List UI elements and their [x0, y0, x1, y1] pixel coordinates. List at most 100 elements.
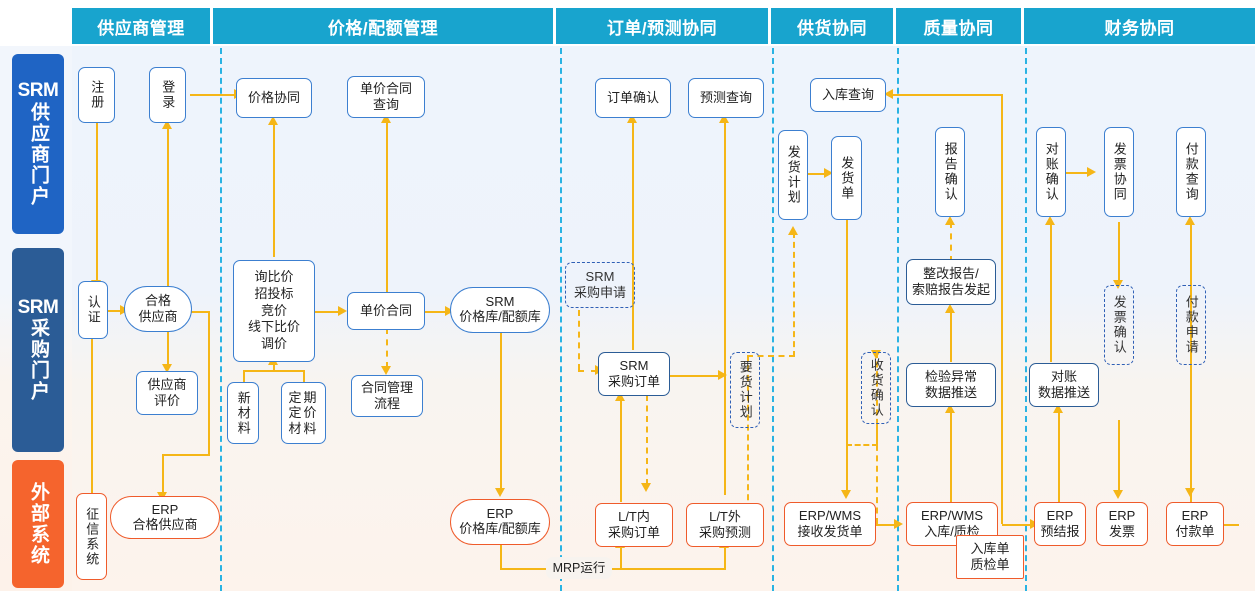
connector-delivery-plan-to-note [807, 173, 828, 176]
node-contract-mgmt-flow[interactable]: 合同管理 流程 [351, 375, 423, 417]
connector-qs-erp-seg3 [162, 454, 210, 457]
arrowhead-recon-confirm [1045, 216, 1055, 225]
node-unit-price-contract[interactable]: 单价合同 [347, 292, 425, 330]
node-invoice-confirm[interactable]: 发票确认 [1104, 285, 1134, 365]
connector-mrp-to-lt-inner [620, 545, 623, 569]
connector-dn-branch-right [846, 444, 878, 446]
node-goods-request-plan[interactable]: 要货计划 [730, 352, 760, 428]
node-rectify-claim-report[interactable]: 整改报告/ 索赔报告发起 [906, 259, 996, 305]
connector-upc-to-srm-price-lib [425, 311, 450, 314]
connector-upc-to-contract-mgmt [386, 328, 388, 368]
column-divider-3 [772, 48, 774, 591]
node-supplier-evaluation[interactable]: 供应商 评价 [136, 371, 198, 415]
connector-po-to-lt-inner [646, 395, 648, 485]
column-divider-1 [220, 48, 222, 591]
column-header-price-quota[interactable]: 价格/配额管理 [213, 8, 553, 44]
node-inbound-qc-doc[interactable]: 入库单 质检单 [956, 535, 1024, 579]
connector-bidding-to-unit-price-contract [313, 311, 341, 314]
node-erp-invoice[interactable]: ERP 发票 [1096, 502, 1148, 546]
arrowhead-login [162, 120, 172, 129]
node-credit-system[interactable]: 征信系统 [76, 493, 107, 580]
connector-rectify-to-report-confirm [950, 222, 952, 262]
node-erp-presettle[interactable]: ERP 预结报 [1034, 502, 1086, 546]
node-mrp-run: MRP运行 [546, 557, 612, 579]
node-lt-outer-forecast[interactable]: L/T外 采购预测 [686, 503, 764, 547]
lane-label-cn: 供应商门户 [27, 101, 49, 207]
arrowhead-goods-request-plan [718, 370, 727, 380]
lane-srm-purchase-portal[interactable]: SRM 采购门户 [12, 248, 64, 452]
node-periodic-price-material[interactable]: 定期 定价 材料 [281, 382, 326, 444]
arrowhead-contract-mgmt-flow [381, 366, 391, 375]
arrowhead-price-collab-from-bidding [268, 116, 278, 125]
node-payment-request[interactable]: 付款申请 [1176, 285, 1206, 365]
node-delivery-note[interactable]: 发货单 [831, 136, 862, 220]
node-new-material[interactable]: 新材料 [227, 382, 259, 444]
lane-srm-supplier-portal[interactable]: SRM 供应商门户 [12, 54, 64, 234]
node-payment-query[interactable]: 付款查询 [1176, 127, 1206, 217]
node-order-confirm[interactable]: 订单确认 [595, 78, 671, 118]
connector-receipt-confirm-to-wms [876, 424, 878, 524]
node-recon-data-push[interactable]: 对账 数据推送 [1029, 363, 1099, 407]
arrowhead-forecast-query [719, 114, 729, 123]
connector-grp-up [747, 355, 749, 540]
column-header-supply-collab[interactable]: 供货协同 [771, 8, 893, 44]
arrowhead-erp-wms-receive-dn [841, 490, 851, 499]
node-srm-purchase-request[interactable]: SRM 采购申请 [565, 262, 635, 308]
column-header-quality-collab[interactable]: 质量协同 [896, 8, 1021, 44]
connector-erp-price-lib-right [500, 568, 548, 571]
node-receipt-confirm[interactable]: 收货确认 [861, 352, 891, 424]
node-srm-price-quota-lib[interactable]: SRM 价格库/配额库 [450, 287, 550, 333]
connector-erp-payment-to-payment-query [1190, 222, 1193, 524]
connector-wms-to-inspection-push [950, 410, 953, 502]
connector-certification-to-qualified-supplier [105, 310, 123, 313]
node-login[interactable]: 登录 [149, 67, 186, 123]
node-erp-wms-receive-dn[interactable]: ERP/WMS 接收发货单 [784, 502, 876, 546]
arrowhead-erp-invoice [1113, 490, 1123, 499]
connector-certification-to-login [167, 126, 170, 361]
node-delivery-plan[interactable]: 发货计划 [778, 130, 808, 220]
lane-external-system[interactable]: 外部系统 [12, 460, 64, 588]
node-inbound-query[interactable]: 入库查询 [810, 78, 886, 112]
node-report-confirm[interactable]: 报告确认 [935, 127, 965, 217]
connector-lt-inner-to-po [620, 398, 623, 502]
connector-mrp-to-lt-outer [724, 545, 727, 569]
node-invoice-collab[interactable]: 发票协同 [1104, 127, 1134, 217]
connector-purchase-request-right [578, 370, 597, 372]
column-header-supplier-management[interactable]: 供应商管理 [72, 8, 210, 44]
connector-qualified-supplier-to-evaluation [167, 330, 170, 366]
connector-new-material-up [243, 370, 246, 382]
node-recon-confirm[interactable]: 对账确认 [1036, 127, 1066, 217]
connector-erp-presettle-to-recon-push [1058, 410, 1061, 502]
node-bidding-group[interactable]: 询比价 招投标 竞价 线下比价 调价 [233, 260, 315, 362]
arrowhead-unit-price-contract-query [381, 114, 391, 123]
node-forecast-query[interactable]: 预测查询 [688, 78, 764, 118]
column-divider-4 [897, 48, 899, 591]
connector-inspection-to-rectify [950, 310, 953, 362]
node-qualified-supplier[interactable]: 合格 供应商 [124, 286, 192, 332]
column-header-order-forecast[interactable]: 订单/预测协同 [556, 8, 768, 44]
connector-invoice-confirm-to-erp-invoice [1118, 420, 1121, 492]
arrowhead-inspection-exception-push [945, 404, 955, 413]
node-inspection-exception-push[interactable]: 检验异常 数据推送 [906, 363, 996, 407]
node-srm-purchase-order[interactable]: SRM 采购订单 [598, 352, 670, 396]
arrowhead-srm-purchase-order [615, 392, 625, 401]
arrowhead-report-confirm [945, 216, 955, 225]
node-certification[interactable]: 认证 [78, 281, 108, 339]
node-register[interactable]: 注册 [78, 67, 115, 123]
column-header-finance-collab[interactable]: 财务协同 [1024, 8, 1255, 44]
arrowhead-unit-price-contract [338, 306, 347, 316]
arrowhead-lt-inner-po [641, 483, 651, 492]
node-erp-qualified-supplier[interactable]: ERP 合格供应商 [110, 496, 220, 539]
connector-po-to-order-confirm [632, 120, 635, 350]
node-lt-inner-po[interactable]: L/T内 采购订单 [595, 503, 673, 547]
node-unit-price-contract-query[interactable]: 单价合同 查询 [347, 76, 425, 118]
node-erp-wms-inbound-qc[interactable]: ERP/WMS 入库/质检 [906, 502, 998, 546]
connector-upc-to-upc-query [386, 120, 389, 295]
node-erp-price-quota-lib[interactable]: ERP 价格库/配额库 [450, 499, 550, 545]
column-divider-5 [1025, 48, 1027, 591]
connector-grp-to-delivery-plan [793, 232, 795, 357]
node-price-collab[interactable]: 价格协同 [236, 78, 312, 118]
lane-label-cn: 采购门户 [27, 318, 49, 403]
node-erp-payment-doc[interactable]: ERP 付款单 [1166, 502, 1224, 546]
